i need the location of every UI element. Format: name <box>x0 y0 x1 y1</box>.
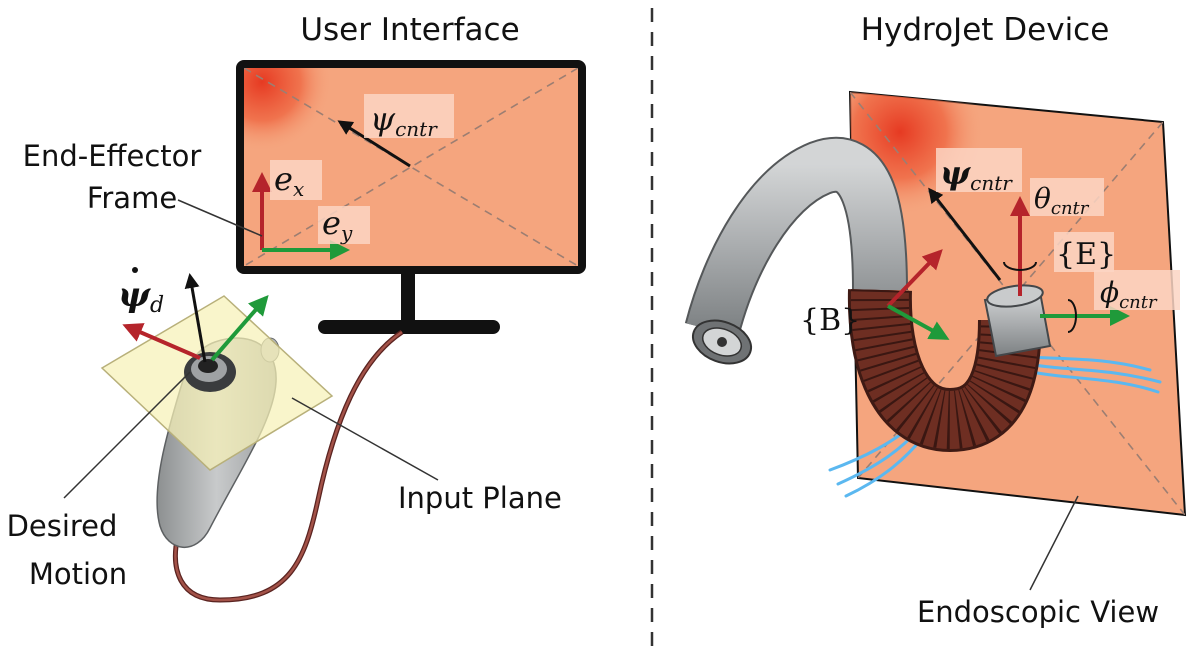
tube-end-cap <box>691 319 753 365</box>
frame-b-label: {B} <box>800 303 860 338</box>
target-hotspot <box>244 68 332 152</box>
phi-rotation-icon <box>1067 299 1077 333</box>
label-backdrop <box>936 148 1022 192</box>
input-red-axis-arrow <box>122 323 201 360</box>
endoscopic-view-label: Endoscopic View <box>917 595 1159 629</box>
input-plane-leader-line <box>291 397 439 481</box>
psi-cntr-arrow <box>337 120 411 168</box>
psi-cntr-label-right: ψcntr <box>940 154 1013 195</box>
end-effector-label-line1: End-Effector <box>23 139 202 173</box>
b-frame-red-axis <box>886 249 943 308</box>
right-panel-title: HydroJet Device <box>861 12 1110 48</box>
screen-diagonal <box>244 68 578 266</box>
b-frame-green-axis <box>887 304 950 340</box>
monitor-neck <box>401 272 415 326</box>
desired-label-line2: Motion <box>29 557 127 591</box>
psi-cntr-arrow <box>928 187 1002 281</box>
label-backdrop <box>318 206 370 244</box>
desired-label-line1: Desired <box>7 509 118 543</box>
screen-diagonal <box>244 68 578 266</box>
theta-cntr-label: θcntr <box>1034 182 1090 219</box>
theta-rotation-icon <box>1003 261 1037 271</box>
left-panel-title: User Interface <box>300 12 519 48</box>
input-green-axis-arrow <box>210 294 269 362</box>
label-backdrop <box>1030 178 1104 216</box>
ey-label: ey <box>322 204 353 245</box>
endoscopic-view-leader-line <box>1029 495 1079 591</box>
bellows-section <box>847 289 1042 453</box>
ex-label: ex <box>274 160 304 201</box>
joystick <box>184 352 236 392</box>
desired-motion-arrow <box>184 273 207 363</box>
input-plane-label: Input Plane <box>398 481 562 515</box>
label-backdrop <box>270 160 322 200</box>
controller-cable <box>174 330 403 602</box>
monitor-base <box>318 320 500 334</box>
desired-motion-leader-line <box>63 371 191 499</box>
label-backdrop <box>1054 232 1114 272</box>
end-effector-label-line2: Frame <box>87 181 177 215</box>
psi-cntr-label: ψcntr <box>370 100 438 141</box>
monitor <box>236 60 586 274</box>
end-effector-leader-line <box>177 199 263 237</box>
frame-e-label: {E} <box>1056 237 1116 272</box>
catheter-tube <box>686 138 906 337</box>
label-backdrop <box>1094 270 1180 310</box>
psi-dot-d-label: ψd <box>118 275 164 318</box>
time-derivative-dot <box>132 267 138 273</box>
tip-cylinder <box>983 284 1052 358</box>
label-backdrop <box>364 94 454 138</box>
phi-cntr-label: ϕcntr <box>1100 276 1158 313</box>
